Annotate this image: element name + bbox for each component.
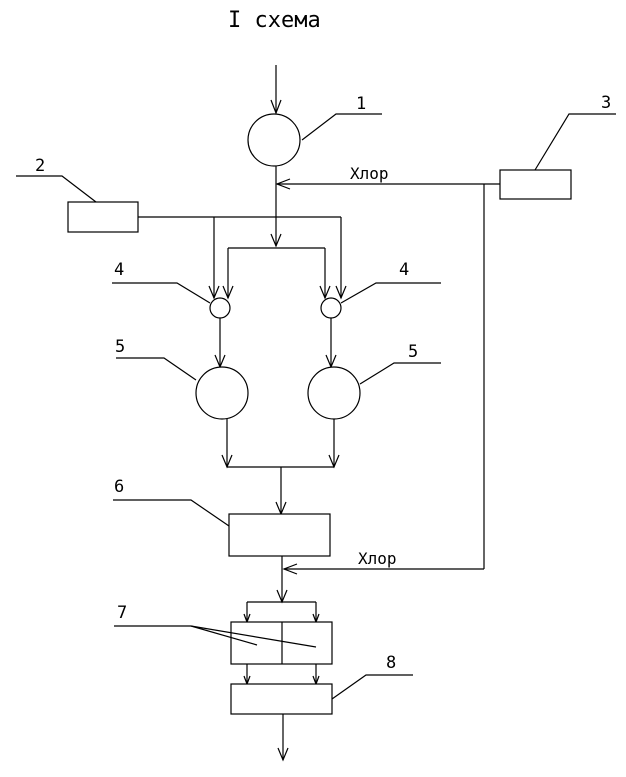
chlorine-arrowhead-bottom (282, 563, 298, 575)
node-2-box (67, 201, 139, 233)
label-7: 7 (117, 603, 127, 623)
outlet-arrowhead (277, 747, 289, 762)
label-3: 3 (601, 93, 611, 113)
leader-1 (301, 113, 382, 141)
chlorine-arrowhead-top (275, 178, 291, 190)
main-arrowhead-1 (270, 233, 282, 248)
leader-7-pointer-left (190, 625, 258, 646)
node-8-box (230, 683, 333, 715)
label-5-right: 5 (408, 342, 418, 362)
label-4-right: 4 (399, 260, 409, 280)
label-1: 1 (356, 94, 366, 114)
inlet-arrowhead (270, 99, 282, 115)
label-6: 6 (114, 477, 124, 497)
splitter-arrowhead-left (222, 285, 234, 300)
leader-2 (16, 175, 97, 203)
label-8: 8 (386, 653, 396, 673)
label-2: 2 (35, 156, 45, 176)
node-4-right-circle (320, 297, 342, 319)
leader-4-right (340, 282, 441, 304)
node-5-right-circle (307, 366, 361, 420)
leader-6 (113, 499, 230, 527)
label-4-left: 4 (114, 260, 124, 280)
leader-7-pointer-right (190, 625, 317, 648)
node-1-circle (247, 113, 301, 167)
chlorine-label-top: Хлор (350, 164, 389, 183)
reagent-arrowhead-right (335, 285, 347, 300)
leader-8 (331, 674, 413, 700)
leader-3 (534, 113, 616, 171)
node-6-box (228, 513, 331, 557)
chlorine-label-bottom: Хлор (358, 549, 397, 568)
leader-5-left (116, 357, 197, 381)
reagent-arrowhead-left (208, 285, 220, 300)
label-5-left: 5 (115, 337, 125, 357)
node-5-left-circle (195, 366, 249, 420)
leader-4-left (112, 282, 211, 304)
splitter-arrowhead-right (319, 285, 331, 300)
node-4-left-circle (209, 297, 231, 319)
diagram-title: I схема (228, 8, 321, 33)
leader-5-right (359, 362, 441, 385)
node-3-box (499, 169, 572, 200)
